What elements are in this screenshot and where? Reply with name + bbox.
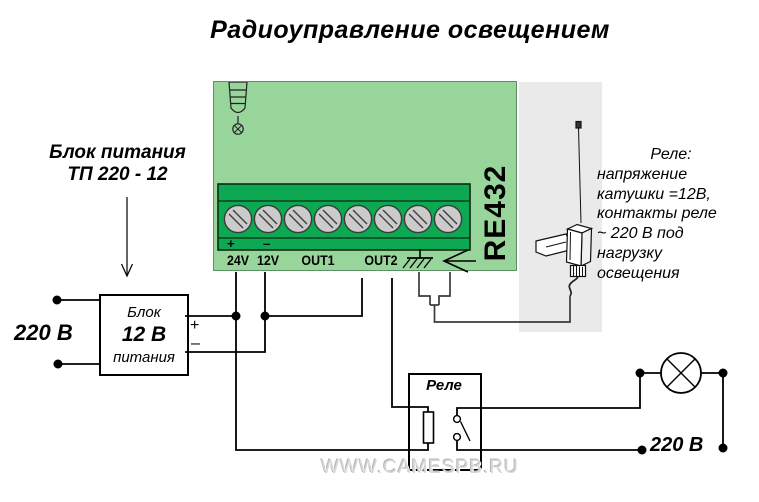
terminal-strip — [217, 183, 471, 251]
psu-callout-line2: ТП 220 - 12 — [67, 164, 168, 185]
terminal-label-out2: OUT2 — [364, 253, 398, 268]
mains-right-label: 220 В — [650, 434, 704, 456]
relay-note-line: нагрузку — [597, 244, 662, 262]
strip-minus-mark: – — [263, 236, 271, 251]
wire-contact-bottom-to-mains — [456, 441, 642, 451]
relay-note: Реле: напряжение катушки =12В, контакты … — [597, 145, 745, 284]
relay-note-line: освещения — [597, 264, 680, 282]
psu-box: Блок 12 В питания — [99, 294, 189, 376]
device-model-text: RE432 — [479, 164, 512, 262]
cable-gland-icon — [228, 82, 248, 135]
terminal-screws — [223, 204, 463, 234]
screw-slots — [228, 209, 458, 229]
terminal-label-12v: 12V — [256, 253, 280, 268]
terminal-label-24v: 24V — [226, 253, 250, 268]
watermark-text: WWW.CAMESPB.RU — [321, 457, 519, 478]
relay-box-label: Реле — [426, 377, 462, 394]
psu-callout: Блок питания ТП 220 - 12 — [25, 142, 210, 186]
mains-left-label: 220 В — [14, 320, 73, 345]
antenna-photo-panel — [519, 82, 602, 332]
wire-24v-to-coil — [235, 272, 429, 451]
wire-contact-top-to-lamp — [456, 373, 641, 415]
lamp-cross-symbol — [660, 352, 702, 394]
wire-branch-to-out2a — [265, 278, 363, 317]
psu-callout-line1: Блок питания — [49, 142, 186, 163]
receiver-board-art — [217, 82, 471, 251]
psu-box-line2: 12 В — [121, 323, 167, 346]
psu-box-line1: Блок — [127, 304, 161, 321]
re432-receiver-board: + – 24V 12V OUT1 OUT2 RE432 — [213, 81, 517, 271]
page-title: Радиоуправление освещением — [210, 16, 610, 44]
down-arrow-icon — [120, 197, 134, 278]
relay-note-line: катушки =12В, — [597, 185, 711, 203]
psu-box-line3: питания — [113, 349, 175, 366]
strip-plus-mark: + — [227, 236, 235, 251]
relay-note-line: Реле: — [650, 146, 692, 163]
psu-plus-label: + — [190, 317, 200, 334]
relay-note-line: контакты реле — [597, 205, 717, 223]
relay-note-line: ~ 220 В под — [597, 225, 684, 243]
terminal-label-out1: OUT1 — [301, 253, 335, 268]
relay-note-line: напряжение — [597, 165, 688, 183]
psu-minus-label: – — [191, 335, 200, 352]
